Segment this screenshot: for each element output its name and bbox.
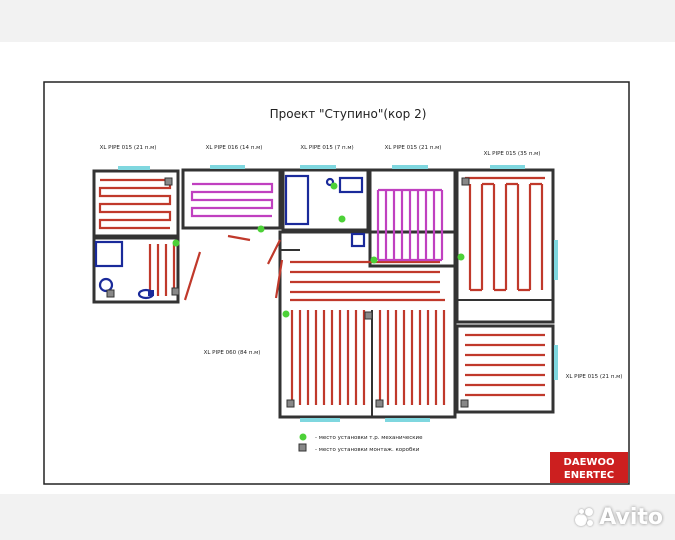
- avito-dots-icon: [575, 507, 595, 528]
- room-wall-1: [92, 169, 180, 238]
- pipe-label-3: XL PIPE 015 (7 п.м): [300, 145, 353, 151]
- pipe-label-4: XL PIPE 015 (21 п.м): [385, 145, 442, 151]
- brand-line-1: DAEWOO: [564, 457, 615, 468]
- legend-gray-label: - место установки монтаж. коробки: [315, 447, 420, 453]
- pipe-label-5: XL PIPE 015 (35 п.м): [484, 151, 541, 157]
- legend-green-label: - место установки т.р. механические: [315, 435, 423, 441]
- bottom-band: [0, 494, 675, 540]
- legend-gray-marker: [298, 443, 307, 452]
- room-wall-4: [281, 168, 370, 232]
- junction-boxes: [106, 177, 470, 408]
- room-wall-2: [92, 236, 180, 304]
- brand-line-2: ENERTEC: [564, 470, 614, 481]
- heating-pipes: [98, 176, 545, 405]
- pipe-label-1: XL PIPE 015 (21 п.м): [100, 145, 157, 151]
- legend-green-marker: [299, 433, 307, 441]
- thermostat-markers: [172, 182, 465, 318]
- room-wall-7: [278, 230, 457, 419]
- top-band: [0, 0, 675, 42]
- avito-watermark: Avito: [575, 505, 663, 530]
- windows: [118, 165, 558, 422]
- pipe-label-2: XL PIPE 016 (14 п.м): [206, 145, 263, 151]
- pipe-label-6: XL PIPE 060 (84 п.м): [204, 350, 261, 356]
- watermark-text: Avito: [599, 505, 663, 530]
- brand-logo: [550, 452, 628, 483]
- drawing-title: Проект "Ступино"(кор 2): [270, 107, 427, 121]
- room-wall-8: [455, 324, 555, 414]
- room-wall-6: [455, 168, 555, 324]
- room-wall-5: [368, 168, 457, 268]
- room-wall-3: [181, 168, 282, 230]
- pipe-label-7: XL PIPE 015 (21 п.м): [566, 374, 623, 380]
